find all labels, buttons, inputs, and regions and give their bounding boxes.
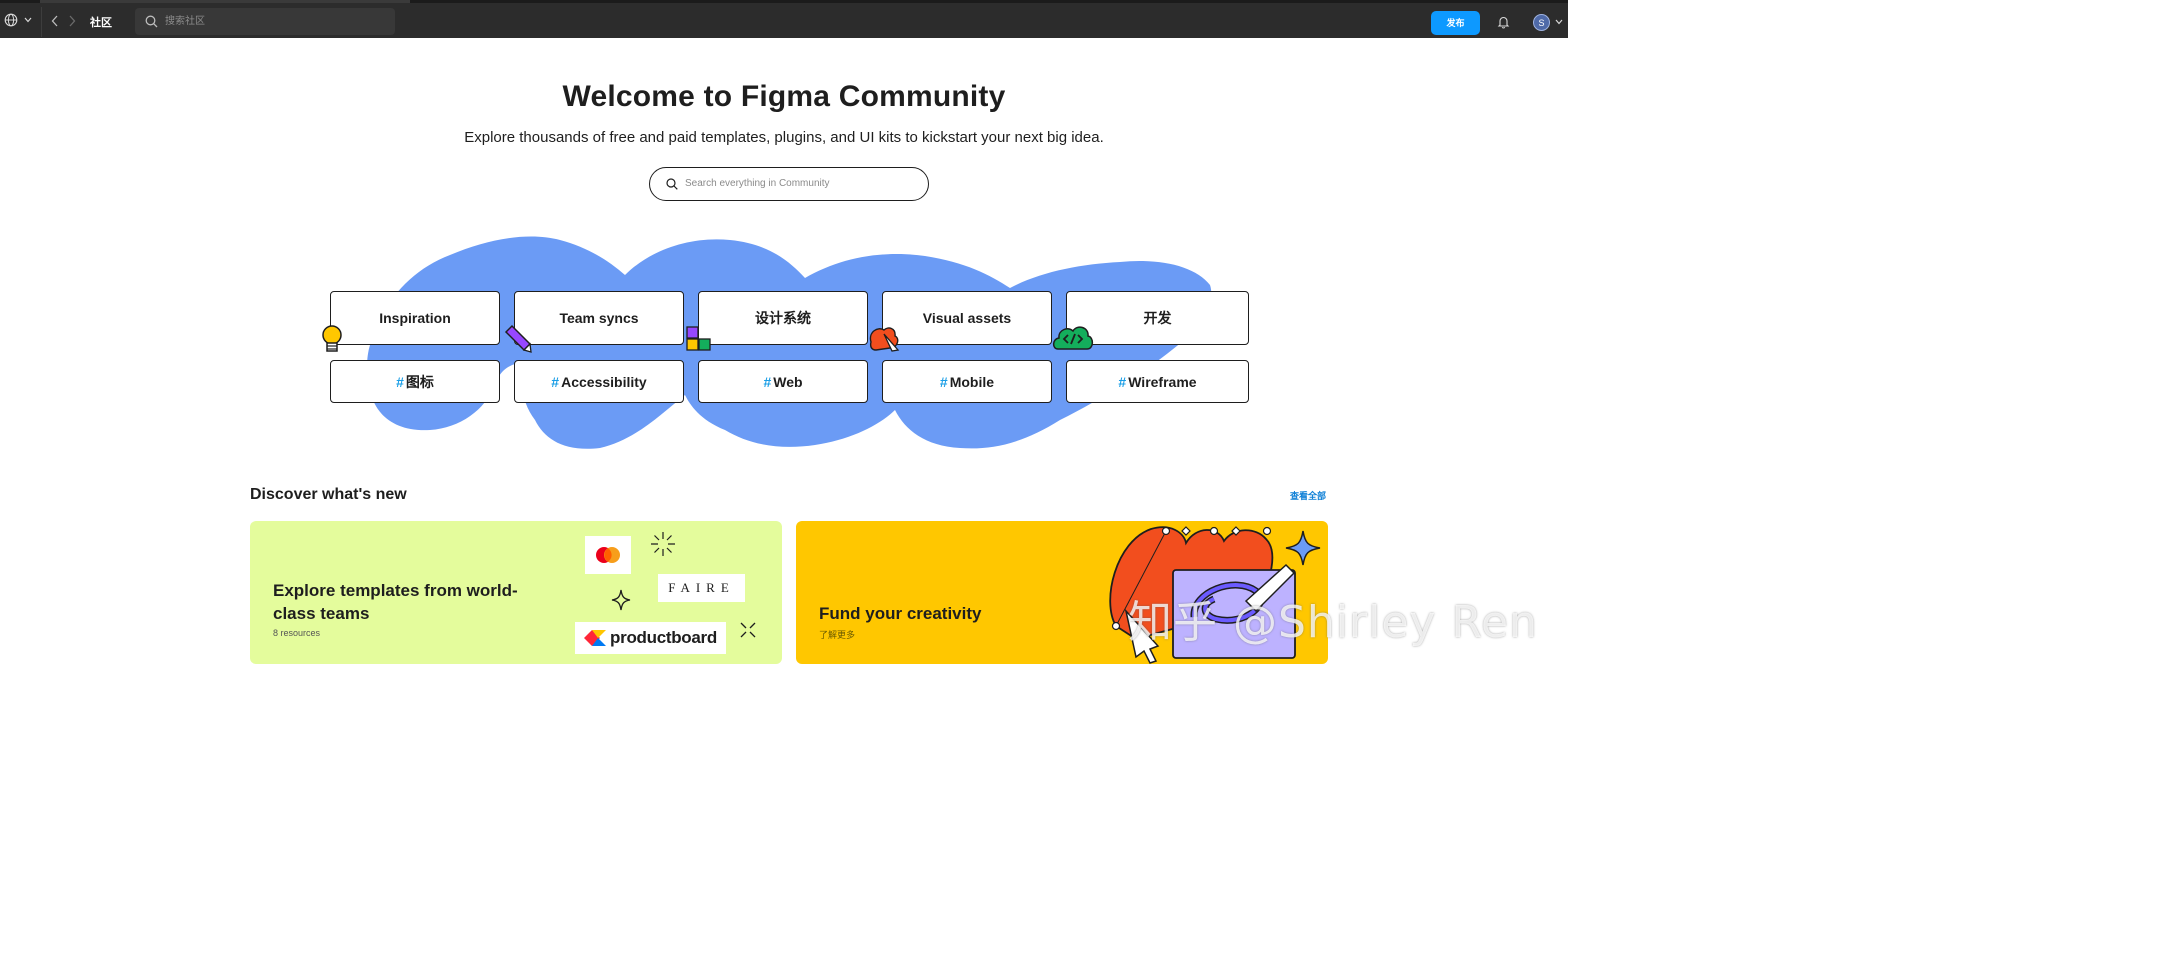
category-inspiration[interactable]: Inspiration [330,291,500,345]
productboard-wordmark: productboard [610,628,717,647]
watermark-text: 知乎 @Shirley Ren [1128,597,1538,648]
hash-icon: # [939,373,948,390]
forward-arrow-icon[interactable] [67,15,77,27]
lightbulb-icon [322,325,342,352]
tag-web[interactable]: # Web [698,360,868,403]
productboard-logo: productboard [575,622,726,654]
promo-title: Fund your creativity [819,604,982,623]
faire-logo: FAIRE [658,574,745,602]
creativity-illustration [1109,526,1321,664]
faire-wordmark: FAIRE [668,580,735,595]
chevron-down-icon[interactable] [24,17,32,23]
hash-icon: # [396,373,404,390]
pencil-icon [504,324,532,353]
globe-icon[interactable] [4,13,18,27]
tab-strip [40,0,410,3]
category-label: 开发 [1143,310,1172,326]
hash-icon: # [763,373,772,390]
community-search-input[interactable] [685,168,915,199]
search-icon [666,178,678,190]
category-label: Team syncs [559,310,639,326]
promo-title: Explore templates from world-class teams [273,581,518,623]
pen-tool-icon [869,327,900,352]
tag-label: Accessibility [561,373,647,390]
topbar-divider [41,7,42,37]
category-development[interactable]: 开发 [1066,291,1249,345]
category-label: Inspiration [379,310,451,326]
tag-label: Wireframe [1128,373,1197,390]
publish-button[interactable]: 发布 [1431,11,1480,35]
code-cloud-icon [1052,326,1094,350]
community-search[interactable] [649,167,929,201]
bell-icon[interactable] [1497,15,1510,29]
mastercard-logo [585,536,631,574]
category-label: 设计系统 [755,310,811,326]
mastercard-icon [596,547,620,563]
view-all-link[interactable]: 查看全部 [1290,491,1327,501]
topbar-search[interactable] [135,8,395,35]
tag-label: 图标 [405,373,434,390]
tag-label: Mobile [949,373,995,390]
discover-title: Discover what's new [250,486,407,503]
promo-card-creator-fund[interactable]: Fund your creativity 了解更多 [796,521,1328,664]
hash-icon: # [1118,373,1127,390]
blocks-icon [686,326,711,351]
productboard-icon [584,630,607,646]
tag-mobile[interactable]: # Mobile [882,360,1052,403]
sparkle-small-icon [740,622,756,638]
tag-wireframe[interactable]: # Wireframe [1066,360,1249,403]
promo-subtitle: 了解更多 [819,630,856,640]
search-icon [145,15,158,28]
back-arrow-icon[interactable] [50,15,60,27]
four-point-star-icon [611,589,631,611]
search-input[interactable] [165,8,385,35]
tag-icons[interactable]: # 图标 [330,360,500,403]
hero-subtitle: Explore thousands of free and paid templ… [464,129,1104,146]
sparkle-burst-icon [651,532,675,556]
category-team-syncs[interactable]: Team syncs [514,291,684,345]
top-bar: 社区 发布 S [0,0,1568,38]
promo-subtitle: 8 resources [273,628,321,638]
page-title: 社区 [90,17,112,29]
hero-title: Welcome to Figma Community [562,80,1006,113]
hash-icon: # [551,373,560,390]
tag-accessibility[interactable]: # Accessibility [514,360,684,403]
category-design-systems[interactable]: 设计系统 [698,291,868,345]
avatar[interactable]: S [1533,14,1550,31]
promo-card-templates[interactable]: Explore templates from world-class teams… [250,521,782,664]
chevron-down-icon[interactable] [1555,19,1563,25]
category-visual-assets[interactable]: Visual assets [882,291,1052,345]
tag-label: Web [773,373,803,390]
category-label: Visual assets [922,310,1012,326]
